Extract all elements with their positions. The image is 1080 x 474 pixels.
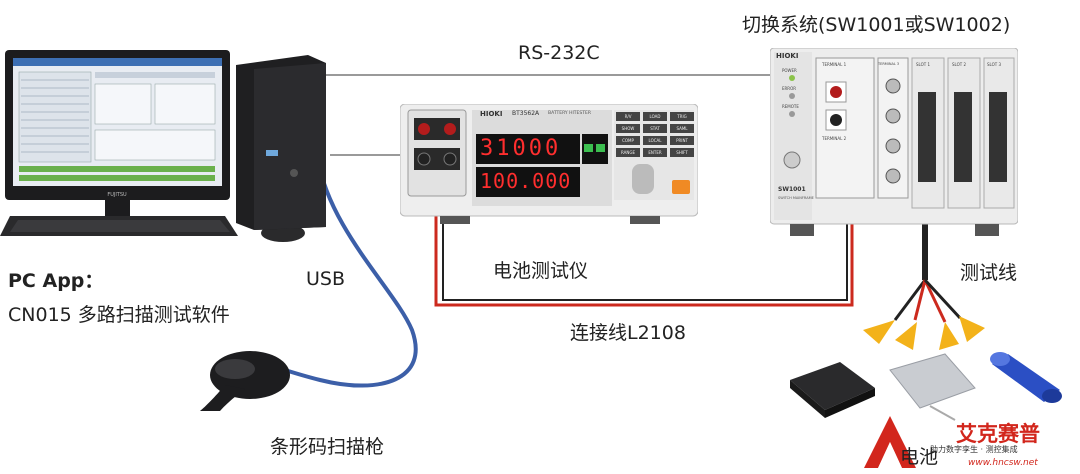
tester-key[interactable]: STAT — [643, 124, 667, 133]
tester-display-bottom: 100.000 — [480, 169, 572, 193]
label-switch-system: 切换系统(SW1001或SW1002) — [742, 14, 1011, 36]
watermark-logo-icon — [864, 416, 916, 468]
label-pc-app-title: PC App： — [8, 270, 104, 292]
pc-tower — [236, 55, 326, 230]
tester-brand: HIOKI — [480, 110, 503, 118]
switch-mainframe-device: HIOKI POWER ERROR REMOTE SW1001 SWITCH M… — [769, 47, 1019, 238]
switch-indicator-remote: REMOTE — [782, 104, 799, 109]
switch-terminal-3: TERMINAL 3 — [878, 62, 900, 66]
tester-key[interactable]: SAML — [670, 124, 694, 133]
arrow-icon — [939, 322, 959, 350]
switch-slot-3: SLOT 3 — [987, 62, 1002, 67]
battery-tester-device: HIOKI BT3562A BATTERY HITESTER 31000 100… — [399, 103, 699, 224]
batteries — [790, 352, 1062, 421]
switch-model-sub: SWITCH MAINFRAME — [778, 196, 814, 200]
label-rs232c: RS-232C — [518, 42, 600, 64]
label-test-leads: 测试线 — [960, 262, 1018, 284]
tester-key[interactable]: TRIG — [670, 112, 694, 121]
switch-slot-1: SLOT 1 — [916, 62, 931, 67]
label-connection-cable: 连接线L2108 — [570, 322, 686, 344]
tester-key[interactable]: ENTER — [643, 148, 667, 157]
watermark-brand: 艾克赛普 — [956, 422, 1040, 446]
label-usb: USB — [306, 268, 346, 290]
tester-key[interactable]: SHOW — [616, 124, 640, 133]
tester-key[interactable]: COMP — [616, 136, 640, 145]
tester-key[interactable]: PRINT — [670, 136, 694, 145]
monitor-brand: FUJITSU — [107, 192, 127, 198]
tester-key[interactable]: LOCAL — [643, 136, 667, 145]
label-pc-app-desc: CN015 多路扫描测试软件 — [8, 304, 230, 326]
switch-model: SW1001 — [778, 186, 806, 193]
barcode-scanner — [200, 351, 290, 411]
label-barcode-scanner: 条形码扫描枪 — [270, 436, 385, 458]
switch-terminal-1: TERMINAL 1 — [822, 62, 847, 67]
tester-model: BT3562A — [512, 110, 540, 117]
label-battery: 电池 — [900, 446, 939, 468]
pc-monitor: FUJITSU — [5, 50, 230, 228]
switch-terminal-2: TERMINAL 2 — [822, 136, 847, 141]
battery-pouch-icon — [889, 353, 976, 409]
tester-keypad: R/V LOAD TRIG SHOW STAT SAML COMP LOCAL … — [616, 112, 694, 157]
keyboard — [0, 216, 238, 236]
tester-key[interactable]: LOAD — [643, 112, 667, 121]
arrow-icon — [959, 316, 985, 342]
battery-cylinder-icon — [990, 352, 1062, 403]
test-lead-arrows — [863, 316, 985, 350]
arrow-icon — [895, 322, 917, 350]
tester-display-top: 31000 — [480, 136, 562, 161]
tester-key[interactable]: R/V — [616, 112, 640, 121]
tester-key[interactable]: RANGE — [616, 148, 640, 157]
tester-subtitle: BATTERY HITESTER — [548, 111, 591, 116]
battery-prismatic-icon — [790, 362, 875, 410]
label-battery-tester: 电池测试仪 — [493, 260, 589, 282]
switch-brand: HIOKI — [776, 52, 799, 60]
arrow-icon — [863, 320, 895, 344]
watermark-url: www.hncsw.net — [968, 458, 1038, 468]
switch-indicator-power: POWER — [782, 68, 797, 73]
switch-slot-2: SLOT 2 — [952, 62, 967, 67]
watermark-tagline: 助力数字孪生 · 测控集成 — [930, 445, 1018, 454]
tester-key[interactable]: SHIFT — [670, 148, 694, 157]
switch-indicator-error: ERROR — [782, 86, 797, 91]
